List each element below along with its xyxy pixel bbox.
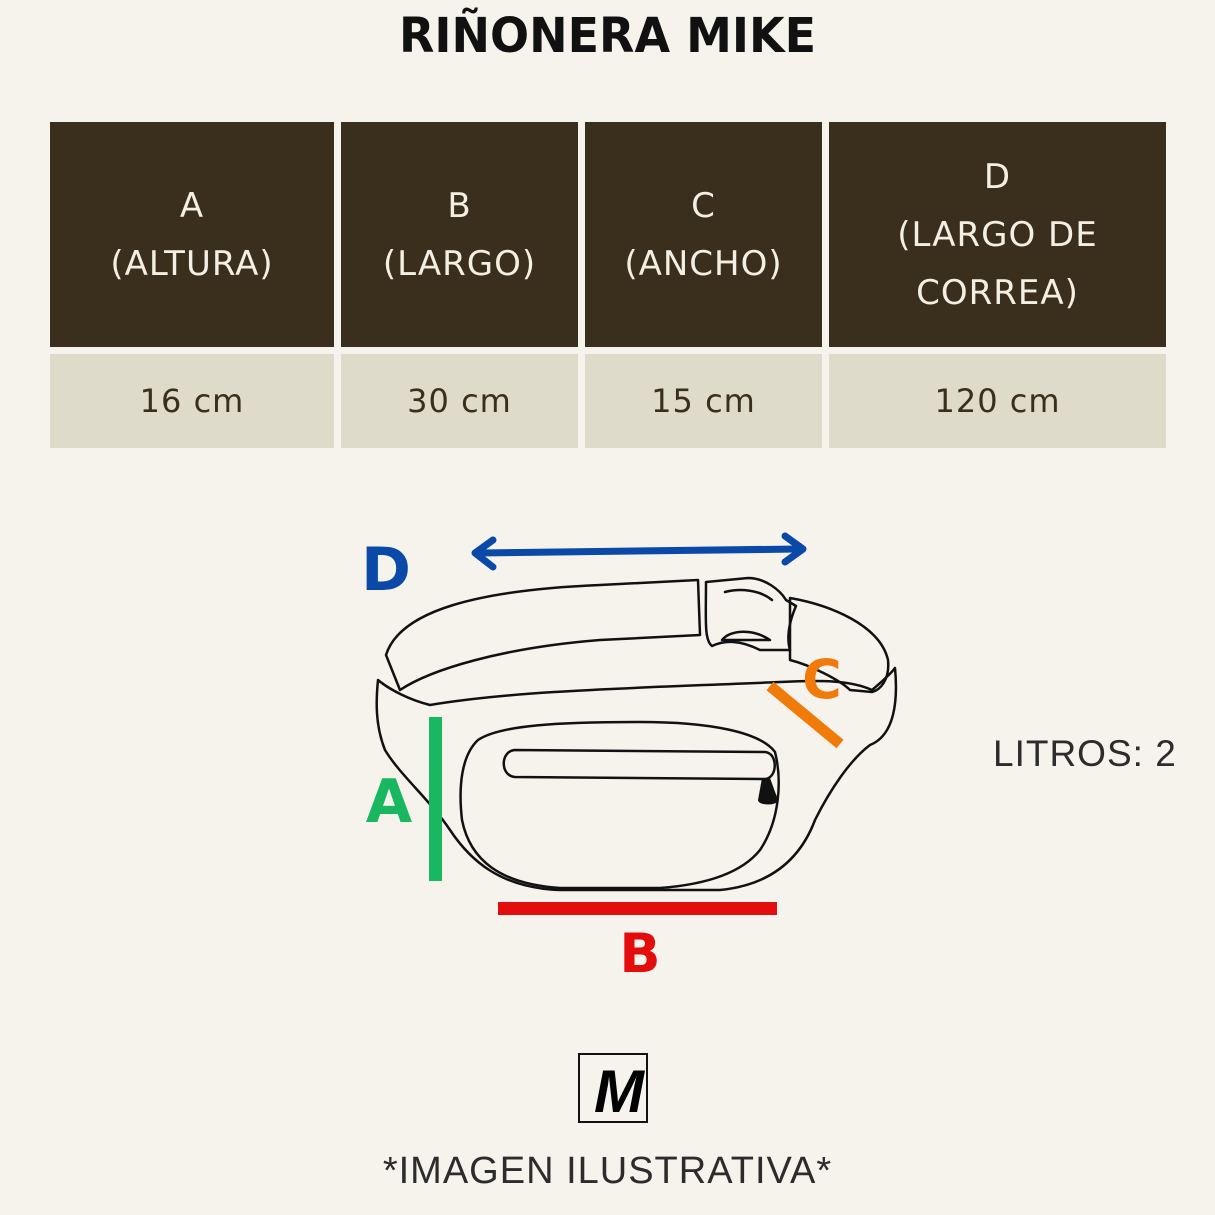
header-letter: A xyxy=(179,185,205,226)
header-cell-c: C (ANCHO) xyxy=(585,122,822,347)
dimension-d xyxy=(471,532,807,571)
capacity-label: LITROS: 2 xyxy=(993,733,1177,774)
dimension-a-line xyxy=(429,717,442,881)
dimension-d-label: D xyxy=(361,535,411,605)
dimension-d-line xyxy=(474,545,802,557)
dimension-d-arrowhead-left xyxy=(471,536,497,571)
brand-logo-letter: M xyxy=(594,1058,644,1125)
header-cell-a: A (ALTURA) xyxy=(50,122,334,347)
page-title: RIÑONERA MIKE xyxy=(398,6,817,64)
size-table: A (ALTURA) B (LARGO) C (ANCHO) D (LARGO … xyxy=(50,122,1166,448)
header-label: (LARGO DE xyxy=(897,214,1098,255)
dimension-d-arrowhead-right xyxy=(781,532,807,566)
header-letter: B xyxy=(447,185,472,226)
fanny-pack-illustration xyxy=(375,576,898,892)
dimension-b-line xyxy=(498,902,777,915)
dimension-a-label: A xyxy=(366,767,413,837)
header-letter: C xyxy=(691,185,716,226)
value-cell-c: 15 cm xyxy=(585,354,822,448)
brand-logo: M xyxy=(578,1053,648,1125)
dimension-b-label: B xyxy=(619,922,660,985)
header-label: (LARGO) xyxy=(382,243,537,284)
illustrative-note: *IMAGEN ILUSTRATIVA* xyxy=(382,1150,833,1192)
header-cell-d: D (LARGO DE CORREA) xyxy=(829,122,1166,347)
value-cell-a: 16 cm xyxy=(50,354,334,448)
zipper-pull-icon xyxy=(758,778,778,805)
header-label: CORREA) xyxy=(916,272,1079,313)
value-cell-b: 30 cm xyxy=(341,354,578,448)
dimension-c-line xyxy=(766,681,844,749)
header-cell-b: B (LARGO) xyxy=(341,122,578,347)
value-cell-d: 120 cm xyxy=(829,354,1166,448)
dimension-c-label: C xyxy=(802,648,842,711)
header-label: (ALTURA) xyxy=(110,243,274,284)
header-letter: D xyxy=(983,156,1012,197)
header-label: (ANCHO) xyxy=(624,243,783,284)
